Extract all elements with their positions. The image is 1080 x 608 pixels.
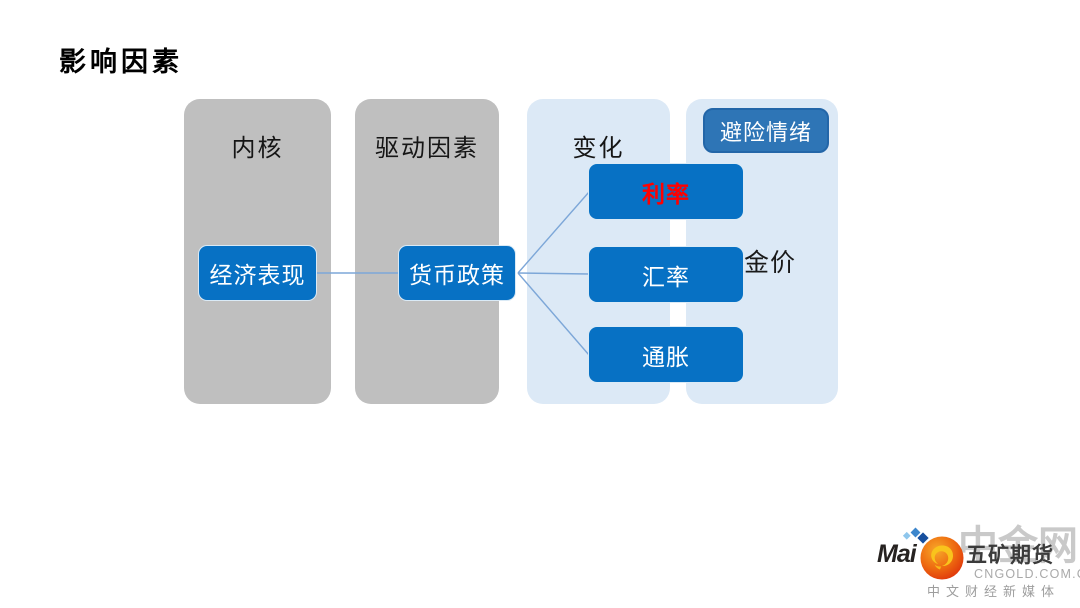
node-risk-aversion: 避险情绪 <box>703 108 829 153</box>
node-risk-aversion-label: 避险情绪 <box>719 119 812 145</box>
node-inflation: 通胀 <box>588 326 744 383</box>
column-core-label: 内核 <box>231 135 284 162</box>
node-economic-performance: 经济表现 <box>198 245 317 301</box>
cngold-site-watermark-text: 中金网 <box>958 524 1078 568</box>
cngold-tagline-text: 中文财经新媒体 <box>927 584 1061 599</box>
gold-price-label: 金价 <box>744 249 797 277</box>
diamond-cluster-icon <box>902 527 929 544</box>
node-monetary-policy-label: 货币政策 <box>409 262 505 288</box>
node-exchange-rate-label: 汇率 <box>642 263 690 290</box>
futures-brand-overlay-text: 五矿期货 <box>966 544 1054 567</box>
mai-brand-text: Mai <box>877 540 917 568</box>
node-monetary-policy: 货币政策 <box>398 245 516 301</box>
column-changes-label: 变化 <box>572 135 625 162</box>
page-title: 影响因素 <box>59 47 183 77</box>
column-drivers-label: 驱动因素 <box>375 135 479 162</box>
cngold-flame-logo-icon <box>920 536 964 580</box>
node-interest-rate-label: 利率 <box>642 180 690 207</box>
node-interest-rate: 利率 <box>588 163 744 220</box>
node-inflation-label: 通胀 <box>642 343 690 370</box>
cngold-url-text: CNGOLD.COM.CN <box>974 567 1080 581</box>
node-exchange-rate: 汇率 <box>588 246 744 303</box>
node-economic-performance-label: 经济表现 <box>209 262 306 288</box>
